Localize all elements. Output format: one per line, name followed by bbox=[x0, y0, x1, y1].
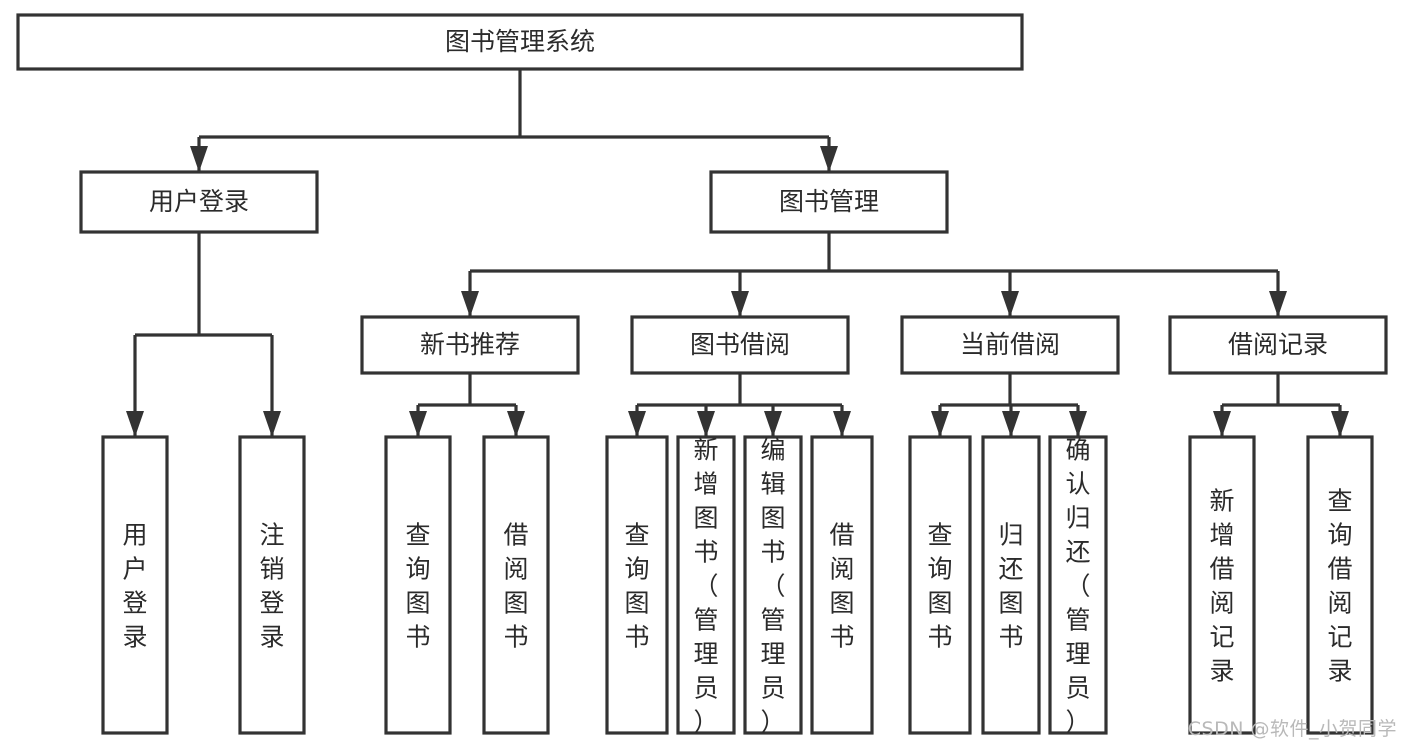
connector-group-current-borrow-bus bbox=[931, 373, 1087, 437]
node-box-leaf-return-book[interactable] bbox=[981, 435, 1041, 735]
arrow-head-icon bbox=[126, 411, 144, 437]
arrow-head-icon bbox=[1001, 291, 1019, 317]
node-label-current-borrow: 当前借阅 bbox=[960, 330, 1060, 359]
node-box-current-borrow[interactable] bbox=[900, 315, 1120, 375]
arrow-head-icon bbox=[628, 411, 646, 437]
connector-group-new-book-recommend-bus bbox=[409, 373, 525, 437]
nodes-layer: 图书管理系统用户登录图书管理新书推荐图书借阅当前借阅借阅记录用户登录注销登录查询… bbox=[16, 13, 1388, 737]
node-label-leaf-query-book-current: 查询图书 bbox=[927, 521, 952, 652]
arrow-head-icon bbox=[1213, 411, 1231, 437]
node-leaf-edit-book-admin[interactable]: 编辑图书（管理员） bbox=[743, 435, 803, 737]
arrow-head-icon bbox=[190, 146, 208, 172]
arrow-head-icon bbox=[461, 291, 479, 317]
connector-group-root-to-level2-bus bbox=[190, 69, 838, 172]
arrow-head-icon bbox=[507, 411, 525, 437]
node-label-leaf-borrow-book: 借阅图书 bbox=[829, 521, 854, 652]
arrow-head-icon bbox=[1331, 411, 1349, 437]
node-box-book-borrow[interactable] bbox=[630, 315, 850, 375]
node-book-management[interactable]: 图书管理 bbox=[709, 170, 949, 234]
node-leaf-return-book[interactable]: 归还图书 bbox=[981, 435, 1041, 735]
arrow-head-icon bbox=[697, 411, 715, 437]
arrow-head-icon bbox=[1269, 291, 1287, 317]
node-undefined[interactable]: 图书管理系统 bbox=[16, 13, 1024, 71]
node-label-leaf-confirm-return-admin: 确认归还（管理员） bbox=[1065, 436, 1090, 737]
node-leaf-confirm-return-admin[interactable]: 确认归还（管理员） bbox=[1048, 435, 1108, 737]
node-label-leaf-add-book-admin: 新增图书（管理员） bbox=[693, 436, 718, 737]
node-label-book-management: 图书管理 bbox=[779, 187, 879, 216]
node-box-leaf-query-borrow-record[interactable] bbox=[1306, 435, 1374, 735]
arrow-head-icon bbox=[409, 411, 427, 437]
node-label-leaf-borrow-book-rec: 借阅图书 bbox=[503, 521, 528, 652]
node-box-leaf-logout-login[interactable] bbox=[238, 435, 306, 735]
connector-group-book-borrow-bus bbox=[628, 373, 851, 437]
arrow-head-icon bbox=[764, 411, 782, 437]
node-leaf-user-login[interactable]: 用户登录 bbox=[101, 435, 169, 735]
node-box-leaf-edit-book-admin[interactable] bbox=[743, 435, 803, 735]
connector-group-user-login-bus bbox=[126, 232, 281, 437]
node-label-book-borrow: 图书借阅 bbox=[690, 330, 790, 359]
arrow-head-icon bbox=[263, 411, 281, 437]
node-label-leaf-logout-login: 注销登录 bbox=[259, 521, 284, 652]
node-label-user-login: 用户登录 bbox=[149, 187, 249, 216]
node-label-leaf-user-login: 用户登录 bbox=[122, 521, 147, 652]
node-label-new-book-recommend: 新书推荐 bbox=[420, 330, 520, 359]
connector-group-book-management-bus bbox=[461, 232, 1287, 317]
node-box-leaf-add-book-admin[interactable] bbox=[676, 435, 736, 735]
node-box-leaf-confirm-return-admin[interactable] bbox=[1048, 435, 1108, 735]
node-box-leaf-query-book-current[interactable] bbox=[908, 435, 972, 735]
node-user-login[interactable]: 用户登录 bbox=[79, 170, 319, 234]
node-box-undefined[interactable] bbox=[16, 13, 1024, 71]
node-box-book-management[interactable] bbox=[709, 170, 949, 234]
arrow-head-icon bbox=[731, 291, 749, 317]
node-box-leaf-user-login[interactable] bbox=[101, 435, 169, 735]
node-leaf-query-borrow-record[interactable]: 查询借阅记录 bbox=[1306, 435, 1374, 735]
node-box-leaf-add-borrow-record[interactable] bbox=[1188, 435, 1256, 735]
node-box-borrow-record[interactable] bbox=[1168, 315, 1388, 375]
node-leaf-borrow-book[interactable]: 借阅图书 bbox=[810, 435, 874, 735]
connector-group-borrow-record-bus bbox=[1213, 373, 1349, 437]
node-box-leaf-borrow-book[interactable] bbox=[810, 435, 874, 735]
node-leaf-query-book-rec[interactable]: 查询图书 bbox=[384, 435, 452, 735]
arrow-head-icon bbox=[1069, 411, 1087, 437]
node-label-leaf-query-book-rec: 查询图书 bbox=[405, 521, 430, 652]
node-box-user-login[interactable] bbox=[79, 170, 319, 234]
node-label-leaf-add-borrow-record: 新增借阅记录 bbox=[1209, 487, 1234, 686]
node-box-new-book-recommend[interactable] bbox=[360, 315, 580, 375]
node-box-leaf-borrow-book-rec[interactable] bbox=[482, 435, 550, 735]
connectors-layer bbox=[126, 69, 1349, 437]
node-label-leaf-query-borrow-record: 查询借阅记录 bbox=[1327, 487, 1352, 686]
node-leaf-add-borrow-record[interactable]: 新增借阅记录 bbox=[1188, 435, 1256, 735]
arrow-head-icon bbox=[1002, 411, 1020, 437]
node-leaf-query-book-borrow[interactable]: 查询图书 bbox=[605, 435, 669, 735]
node-label-leaf-query-book-borrow: 查询图书 bbox=[624, 521, 649, 652]
node-label-leaf-edit-book-admin: 编辑图书（管理员） bbox=[760, 436, 785, 737]
node-leaf-add-book-admin[interactable]: 新增图书（管理员） bbox=[676, 435, 736, 737]
node-label-undefined: 图书管理系统 bbox=[445, 27, 595, 56]
node-book-borrow[interactable]: 图书借阅 bbox=[630, 315, 850, 375]
arrow-head-icon bbox=[820, 146, 838, 172]
node-borrow-record[interactable]: 借阅记录 bbox=[1168, 315, 1388, 375]
node-label-leaf-return-book: 归还图书 bbox=[998, 521, 1023, 652]
node-box-leaf-query-book-rec[interactable] bbox=[384, 435, 452, 735]
arrow-head-icon bbox=[833, 411, 851, 437]
node-leaf-query-book-current[interactable]: 查询图书 bbox=[908, 435, 972, 735]
arrow-head-icon bbox=[931, 411, 949, 437]
node-leaf-borrow-book-rec[interactable]: 借阅图书 bbox=[482, 435, 550, 735]
node-current-borrow[interactable]: 当前借阅 bbox=[900, 315, 1120, 375]
node-leaf-logout-login[interactable]: 注销登录 bbox=[238, 435, 306, 735]
node-new-book-recommend[interactable]: 新书推荐 bbox=[360, 315, 580, 375]
node-label-borrow-record: 借阅记录 bbox=[1228, 330, 1328, 359]
node-box-leaf-query-book-borrow[interactable] bbox=[605, 435, 669, 735]
